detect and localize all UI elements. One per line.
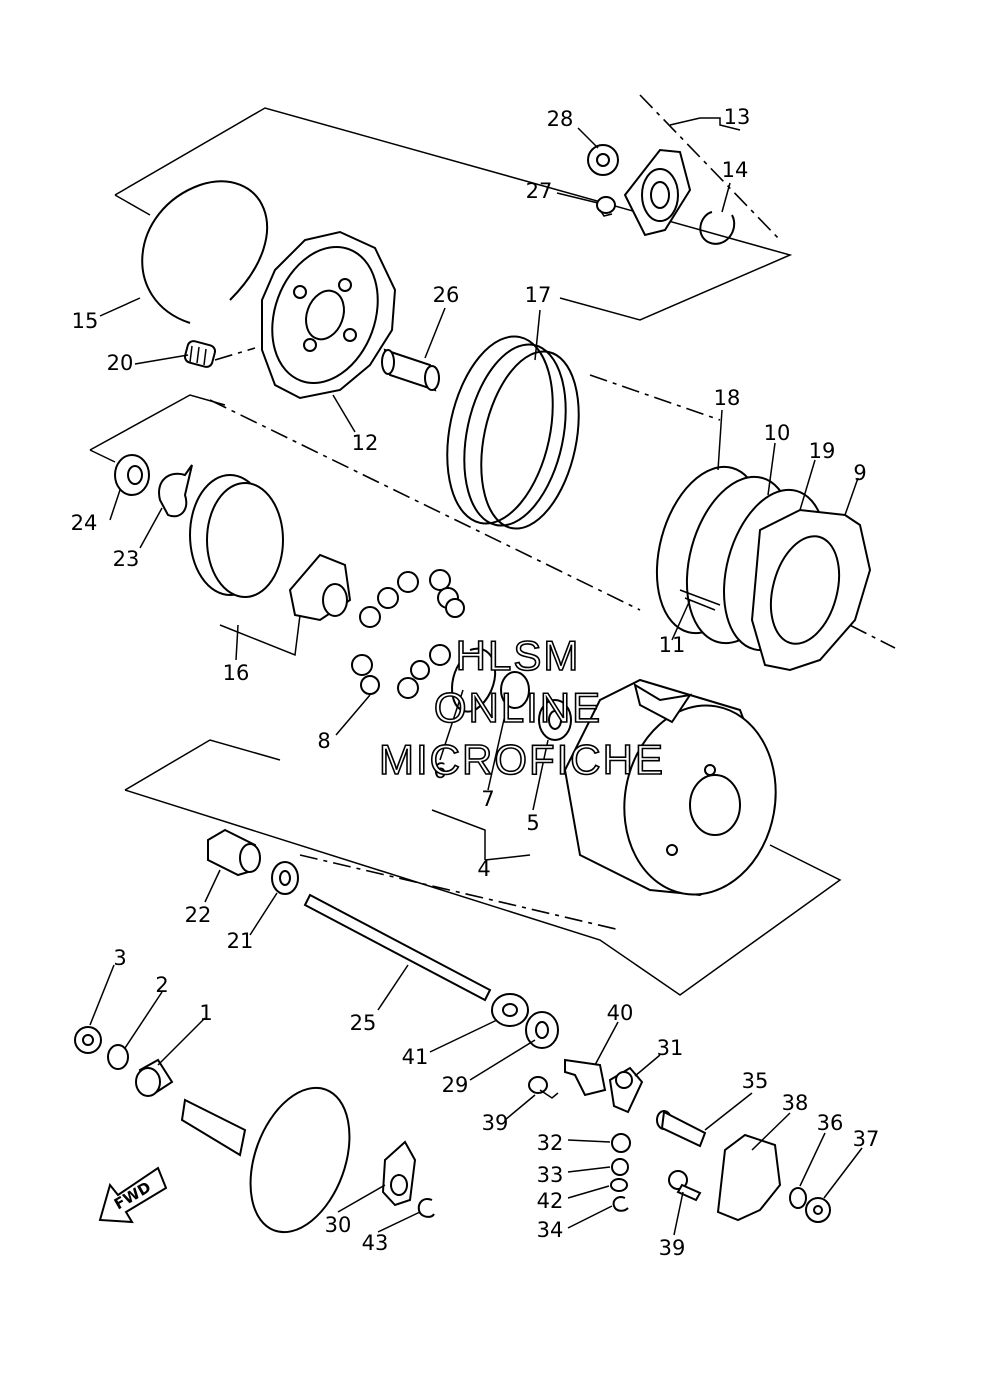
callout-37: 37: [853, 1127, 880, 1151]
part-28-bearing: [587, 144, 619, 176]
part-39-bolt-a: [528, 1076, 559, 1099]
kick-starter-shaft: [180, 1086, 351, 1234]
callout-3: 3: [113, 946, 126, 970]
part-37-nut: [805, 1197, 831, 1223]
part-35-bolt: [656, 1110, 707, 1148]
part-34-clip: [612, 1196, 629, 1212]
part-29-seal: [525, 1011, 559, 1049]
part-39-bolt-b: [668, 1170, 702, 1202]
part-8-balls: [351, 569, 465, 699]
part-1-bearing: [135, 1058, 174, 1097]
callout-numbers: 1 2 3 4 5 6 7 8 9 10 11 12 13 14 15 16 1…: [71, 105, 880, 1260]
part-2-washer: [107, 1044, 129, 1070]
callout-12: 12: [352, 431, 379, 455]
callout-7: 7: [481, 787, 494, 811]
part-43-circlip: [417, 1198, 435, 1218]
leader-lines: [89, 117, 863, 1236]
part-5-bearing: [538, 699, 572, 741]
callout-40: 40: [607, 1001, 634, 1025]
part-17-friction-plates: [446, 335, 580, 530]
callout-13: 13: [724, 105, 751, 129]
part-15-wire-ring: [141, 180, 269, 324]
callout-17: 17: [525, 283, 552, 307]
callout-31: 31: [657, 1036, 684, 1060]
part-6-circlip: [451, 647, 497, 713]
callout-38: 38: [782, 1091, 809, 1115]
watermark: HLSM ONLINE MICROFICHE: [378, 631, 665, 784]
part-36-washer: [789, 1187, 807, 1209]
callout-8: 8: [317, 729, 330, 753]
callout-10: 10: [764, 421, 791, 445]
watermark-line-1: HLSM: [456, 632, 581, 679]
callout-35: 35: [742, 1069, 769, 1093]
callout-1: 1: [199, 1001, 212, 1025]
callout-19: 19: [809, 439, 836, 463]
part-26-push-rod: [381, 348, 440, 392]
callout-42: 42: [537, 1189, 564, 1213]
watermark-line-2: ONLINE: [434, 684, 602, 731]
watermark-line-3: MICROFICHE: [379, 736, 665, 783]
callout-32: 32: [537, 1131, 564, 1155]
fwd-arrow-icon: FWD: [98, 1166, 168, 1224]
part-16-one-way-clutch: [189, 474, 352, 622]
callout-20: 20: [107, 351, 134, 375]
callout-39-second: 39: [659, 1236, 686, 1260]
callout-21: 21: [227, 929, 254, 953]
part-38-bracket: [716, 1133, 782, 1222]
callout-27: 27: [526, 179, 553, 203]
callout-5: 5: [526, 811, 539, 835]
callout-33: 33: [537, 1163, 564, 1187]
callout-22: 22: [185, 903, 212, 927]
part-20-spring: [183, 340, 217, 368]
part-25-shaft: [303, 893, 492, 1002]
part-31-lever: [608, 1066, 644, 1114]
callout-26: 26: [433, 283, 460, 307]
part-24-bearing: [114, 454, 150, 496]
part-23-lock-washer: [158, 464, 193, 518]
callout-14: 14: [722, 158, 749, 182]
part-32-collar: [611, 1133, 631, 1153]
callout-29: 29: [442, 1073, 469, 1097]
part-3-nut: [74, 1026, 102, 1054]
group-frames: [89, 107, 842, 996]
part-7-washer: [500, 671, 530, 709]
callout-11: 11: [659, 633, 686, 657]
part-42-washer: [610, 1178, 628, 1192]
part-21-washer: [271, 861, 299, 895]
callout-43: 43: [362, 1231, 389, 1255]
clutch-boss-assembly: [655, 465, 872, 672]
callout-39: 39: [482, 1111, 509, 1135]
callout-36: 36: [817, 1111, 844, 1135]
callout-41: 41: [402, 1045, 429, 1069]
part-22-collar: [207, 828, 261, 877]
callout-28: 28: [547, 107, 574, 131]
part-30-lever: [381, 1140, 417, 1207]
part-33-bush: [611, 1158, 629, 1176]
callout-18: 18: [714, 386, 741, 410]
callout-23: 23: [113, 547, 140, 571]
callout-24: 24: [71, 511, 98, 535]
callout-25: 25: [350, 1011, 377, 1035]
callout-9: 9: [853, 461, 866, 485]
callout-6: 6: [433, 759, 446, 783]
part-12-pressure-plate: [261, 230, 397, 400]
part-27-screw: [596, 196, 616, 217]
callout-16: 16: [223, 661, 250, 685]
part-4-primary-driven-gear: [563, 678, 777, 897]
callout-4: 4: [477, 857, 490, 881]
callout-2: 2: [155, 973, 168, 997]
part-40-plate: [564, 1058, 607, 1097]
part-14-circlip: [699, 211, 736, 245]
callout-34: 34: [537, 1218, 564, 1242]
callout-30: 30: [325, 1213, 352, 1237]
part-13-bearing-holder: [623, 148, 692, 237]
part-41-washer: [491, 993, 529, 1027]
callout-15: 15: [72, 309, 99, 333]
